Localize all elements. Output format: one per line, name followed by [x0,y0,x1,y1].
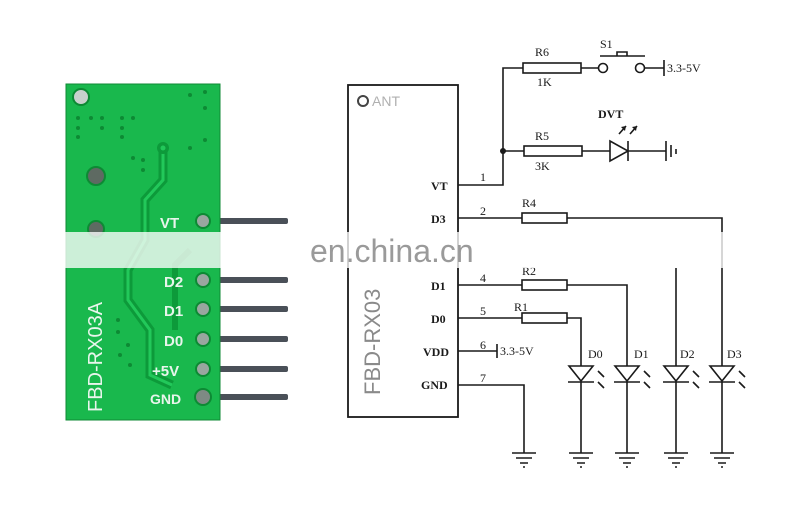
pin-num-2: 2 [480,204,486,218]
supply-label-top: 3.3-5V [667,61,701,75]
pin-pads [194,213,212,406]
header-pins [210,218,288,400]
wire-vdd [458,344,498,358]
pin-num-7: 7 [480,371,486,385]
antenna-icon [357,95,369,107]
pcb-pin-label-d1: D1 [164,303,183,320]
pcb-pin-label-gnd: GND [150,391,181,407]
led-d1 [613,365,651,468]
led-d3-label: D3 [727,347,742,361]
pin-num-5: 5 [480,304,486,318]
r4-ref: R4 [522,196,536,210]
r6-value: 1K [537,75,552,89]
antenna-label: ANT [372,93,400,109]
pin-d0 [210,336,288,342]
s1-ref: S1 [600,37,613,51]
pin-d1 [210,306,288,312]
led-d0 [567,365,605,468]
ground-symbol-module [512,452,536,468]
pin-vt [210,218,288,224]
ground-symbol-dvt [665,141,677,161]
mounting-hole [72,88,90,106]
pin-d2 [210,277,288,283]
pin-num-6: 6 [480,338,486,352]
r5-value: 3K [535,159,550,173]
pcb-pin-label-d0: D0 [164,333,183,350]
supply-label-vdd: 3.3-5V [500,344,534,358]
pin-num-1: 1 [480,170,486,184]
pin-name-d1: D1 [431,279,446,293]
pcb-pin-label-5v: +5V [152,363,179,380]
resistor-r5 [523,145,583,157]
pcb-pin-label-vt: VT [160,215,179,232]
pcb-pin-label-d2: D2 [164,274,183,291]
led-d3 [708,365,746,468]
switch-s1-contact-b [634,62,646,74]
pin-name-vt: VT [431,179,448,193]
pin-5v [210,366,288,372]
resistor-r6 [522,62,582,74]
r5-ref: R5 [535,129,549,143]
pin-num-4: 4 [480,271,486,285]
wire-gnd [458,384,525,453]
led-d2-label: D2 [680,347,695,361]
pin-gnd [210,394,288,400]
led-dvt [609,125,638,163]
via-large [86,166,106,186]
pin-name-d3: D3 [431,212,446,226]
watermark-band [60,232,780,268]
led-d1-label: D1 [634,347,649,361]
led-d0-label: D0 [588,347,603,361]
switch-s1-actuator [600,51,645,57]
led-d2 [662,365,700,468]
pin-name-d0: D0 [431,312,446,326]
wire-vt [458,67,523,186]
watermark-text: en.china.cn [310,233,474,269]
module-name: FBD-RX03 [360,289,385,395]
pin-name-vdd: VDD [423,345,449,359]
pcb-model-label: FBD-RX03A [85,301,107,412]
resistor-r2 [521,279,568,291]
pin-name-gnd: GND [421,378,448,392]
resistor-r4 [521,212,568,224]
r6-ref: R6 [535,45,549,59]
schematic: ANT FBD-RX03 VT D3 D1 D0 VDD GND 1 2 4 5… [347,37,746,468]
resistor-r1 [521,312,568,324]
r1-ref: R1 [514,300,528,314]
dvt-ref: DVT [598,107,623,121]
switch-s1-contact-a [597,62,609,74]
vias [76,90,207,367]
